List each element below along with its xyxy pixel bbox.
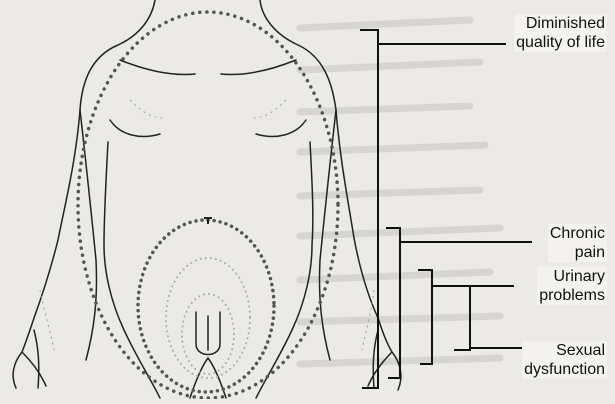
brackets xyxy=(360,30,544,388)
label-line: Chronic xyxy=(550,224,605,243)
label-line: Diminished xyxy=(516,14,605,33)
label-line: Sexual xyxy=(524,341,605,360)
label-diminished-quality-of-life: Diminished quality of life xyxy=(514,14,607,52)
label-sexual-dysfunction: Sexual dysfunction xyxy=(522,341,607,379)
body-outline xyxy=(13,0,401,398)
pain-ellipse xyxy=(138,220,274,392)
pelvis-marker xyxy=(204,218,212,224)
label-line: Urinary xyxy=(539,267,605,286)
label-line: problems xyxy=(539,286,605,305)
label-line: quality of life xyxy=(516,33,605,52)
label-chronic-pain: Chronic pain xyxy=(548,224,607,262)
bracket-chronic-pain xyxy=(386,228,532,378)
label-urinary-problems: Urinary problems xyxy=(537,267,607,305)
label-line: dysfunction xyxy=(524,360,605,379)
label-line: pain xyxy=(550,243,605,262)
